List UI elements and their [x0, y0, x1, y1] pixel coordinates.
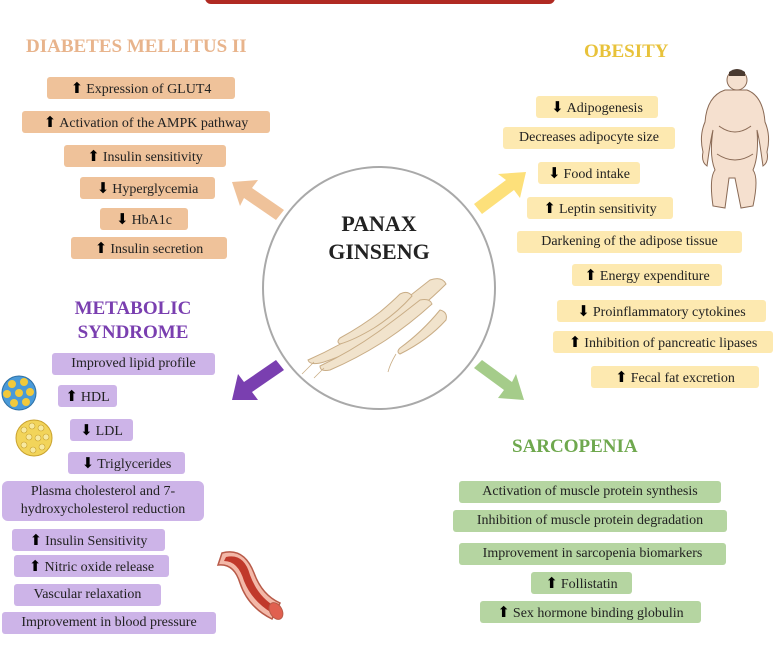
sarcopenia-item: Activation of muscle protein synthesis	[459, 481, 721, 503]
arrow-to-metabolic-icon	[232, 360, 284, 400]
top-banner	[205, 0, 555, 4]
arrow-up-icon: ⬆	[568, 333, 582, 351]
sarcopenia-item: Improvement in sarcopenia biomarkers	[459, 543, 726, 565]
arrow-up-icon: ⬆	[29, 531, 43, 549]
obese-person-icon	[700, 69, 770, 209]
obesity-item: ⬇Proinflammatory cytokines	[557, 300, 766, 322]
obesity-item: ⬆Inhibition of pancreatic lipases	[553, 331, 773, 353]
obesity-title: OBESITY	[584, 41, 669, 62]
metabolic-item: Improvement in blood pressure	[2, 612, 216, 634]
obesity-item: ⬆Fecal fat excretion	[591, 366, 759, 388]
obesity-item: ⬆Energy expenditure	[572, 264, 722, 286]
diabetes-item: ⬆Activation of the AMPK pathway	[22, 111, 270, 133]
diabetes-item: ⬆Insulin secretion	[71, 237, 227, 259]
diabetes-title: DIABETES MELLITUS II	[26, 36, 247, 57]
arrow-down-icon: ⬇	[81, 454, 95, 472]
sarcopenia-item: Inhibition of muscle protein degradation	[453, 510, 727, 532]
arrow-up-icon: ⬆	[43, 113, 57, 131]
arrow-down-icon: ⬇	[80, 421, 93, 439]
ginseng-root-icon	[301, 278, 447, 379]
center-title-line2: GINSENG	[328, 239, 430, 264]
metabolic-item: ⬆HDL	[58, 385, 117, 407]
arrow-to-obesity-icon	[474, 172, 526, 214]
arrow-up-icon: ⬆	[497, 603, 510, 621]
blood-vessel-icon	[216, 551, 284, 621]
arrow-up-icon: ⬆	[545, 574, 558, 592]
arrow-up-icon: ⬆	[87, 147, 100, 165]
metabolic-item: ⬇Triglycerides	[68, 452, 185, 474]
arrow-up-icon: ⬆	[65, 387, 78, 405]
ldl-particle-icon	[15, 419, 53, 457]
center-circle	[262, 166, 496, 410]
metabolic-item: ⬆Nitric oxide release	[14, 555, 169, 577]
metabolic-item: Vascular relaxation	[14, 584, 161, 606]
arrow-up-icon: ⬆	[584, 266, 597, 284]
metabolic-item: ⬆Insulin Sensitivity	[12, 529, 165, 551]
arrow-up-icon: ⬆	[70, 79, 84, 97]
diabetes-item: ⬇HbA1c	[100, 208, 188, 230]
obesity-item: Decreases adipocyte size	[503, 127, 675, 149]
obesity-item: ⬇Adipogenesis	[536, 96, 658, 118]
arrow-up-icon: ⬆	[615, 368, 628, 386]
metabolic-title-line1: METABOLIC	[74, 298, 192, 319]
obesity-item: ⬇Food intake	[538, 162, 640, 184]
obesity-item: ⬆Leptin sensitivity	[527, 197, 673, 219]
diabetes-item: ⬆Expression of GLUT4	[47, 77, 235, 99]
metabolic-item: ⬇LDL	[70, 419, 133, 441]
metabolic-item: Plasma cholesterol and 7-hydroxycholeste…	[2, 481, 204, 521]
obesity-item: Darkening of the adipose tissue	[517, 231, 742, 253]
arrow-down-icon: ⬇	[577, 302, 590, 320]
sarcopenia-item: ⬆Sex hormone binding globulin	[480, 601, 701, 623]
arrow-down-icon: ⬇	[551, 98, 564, 116]
arrow-down-icon: ⬇	[547, 164, 561, 182]
arrow-down-icon: ⬇	[115, 210, 129, 228]
arrow-up-icon: ⬆	[94, 239, 108, 257]
diabetes-item: ⬆Insulin sensitivity	[64, 145, 226, 167]
arrow-to-sarcopenia-icon	[474, 360, 524, 400]
diabetes-item: ⬇Hyperglycemia	[80, 177, 215, 199]
sarcopenia-item: ⬆Follistatin	[531, 572, 632, 594]
arrow-to-diabetes-icon	[232, 180, 284, 220]
metabolic-item: Improved lipid profile	[52, 353, 215, 375]
arrow-down-icon: ⬇	[96, 179, 110, 197]
metabolic-title-line2: SYNDROME	[77, 322, 189, 343]
arrow-up-icon: ⬆	[543, 199, 556, 217]
sarcopenia-title: SARCOPENIA	[512, 436, 638, 457]
arrow-up-icon: ⬆	[28, 557, 42, 575]
center-title-line1: PANAX	[341, 211, 417, 236]
hdl-particle-icon	[1, 375, 37, 411]
